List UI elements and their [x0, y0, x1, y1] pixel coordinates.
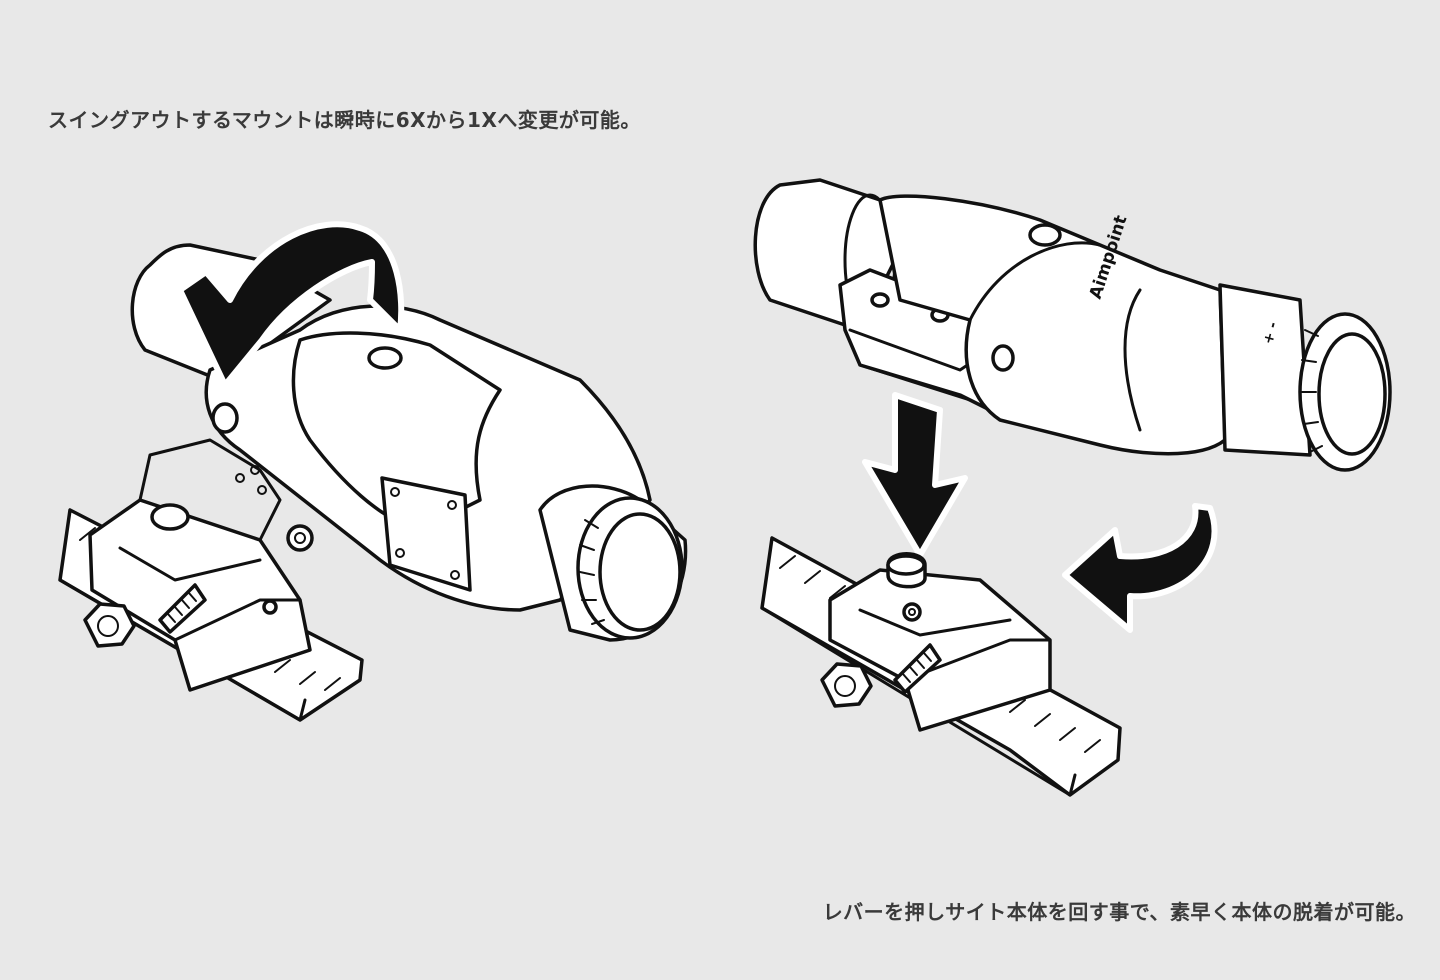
hex-nut-left	[83, 602, 136, 648]
release-lever-left	[158, 583, 207, 634]
caption-swing-mount: スイングアウトするマウントは瞬時に6Xから1Xへ変更が可能。	[48, 108, 641, 132]
mount-base-right	[828, 552, 1052, 732]
caption-lever-release: レバーを押しサイト本体を回す事で、素早く本体の脱着が可能。	[822, 900, 1416, 924]
right-illustration-detach: Aimpoint + -	[753, 178, 1392, 797]
rotate-arrow	[1062, 503, 1218, 633]
swing-arrow	[177, 221, 405, 388]
magnifier-detached: Aimpoint + -	[753, 178, 1392, 472]
hex-nut-right	[820, 662, 873, 708]
release-lever-right	[893, 643, 942, 694]
adjust-marks: + -	[1260, 320, 1281, 346]
down-arrow	[862, 392, 968, 558]
left-illustration-swing-out	[58, 221, 688, 722]
magnifier-body-left	[130, 243, 688, 642]
